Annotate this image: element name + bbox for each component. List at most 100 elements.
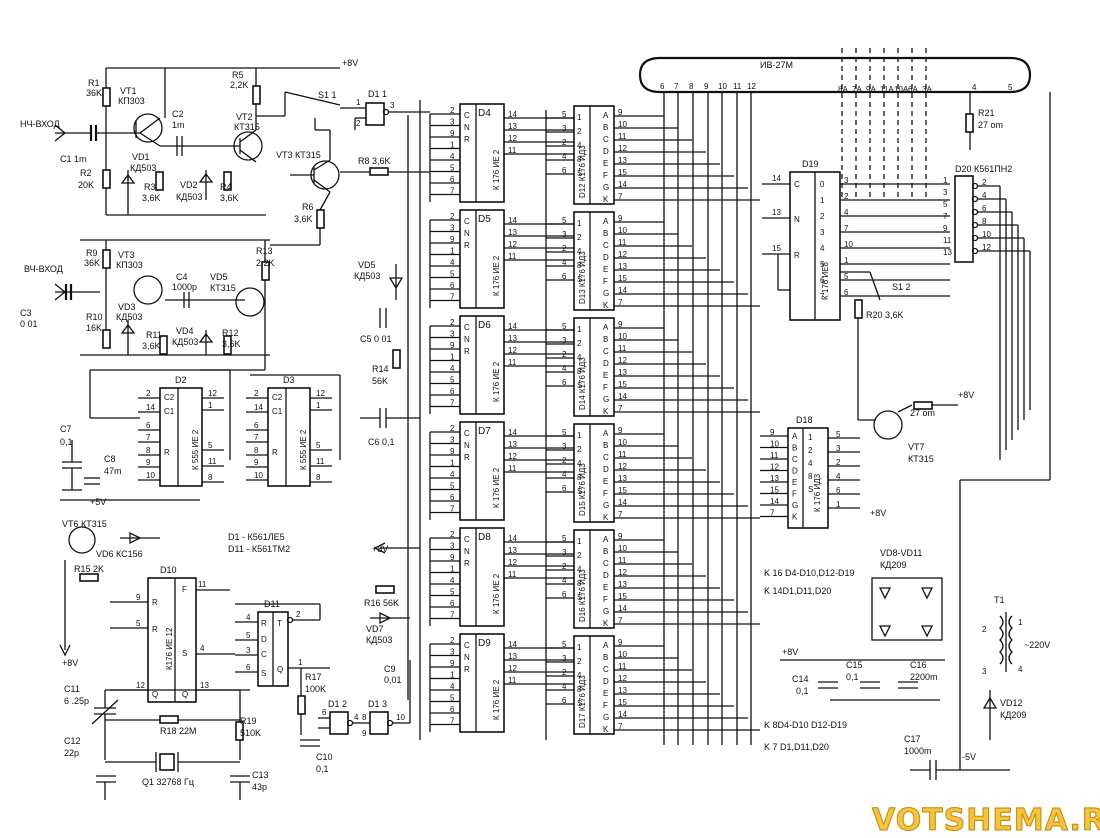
chip-pin-label: 5 bbox=[208, 441, 213, 450]
counter-pin-label: 1 bbox=[450, 141, 455, 150]
d19-out-name: 7 bbox=[820, 292, 825, 301]
chip-pin-label: 10 bbox=[254, 471, 263, 480]
d19-out-label: 4 bbox=[844, 208, 849, 217]
d18-out-name: G bbox=[792, 501, 798, 510]
r5-label: R5 bbox=[232, 70, 244, 80]
svg-text:S: S bbox=[182, 649, 187, 658]
d19-out-name: 2 bbox=[820, 212, 825, 221]
svg-text:10: 10 bbox=[396, 713, 405, 722]
counter-pin-label: 2 bbox=[450, 424, 455, 433]
decoder-out-label: 15 bbox=[618, 486, 627, 495]
decoder-in-name: 2 bbox=[577, 233, 582, 242]
decoder-out-name: D bbox=[603, 571, 609, 580]
vt6-stabilizer: VT6 КТ315 VD6 КС156 R15 2K +8V bbox=[59, 519, 160, 668]
d20-out-label: 8 bbox=[982, 217, 987, 226]
chip-pin-label: 5 bbox=[316, 441, 321, 450]
svg-text:14: 14 bbox=[772, 174, 781, 183]
d19-label: D19 bbox=[802, 159, 819, 169]
decoder-in-label: 6 bbox=[562, 166, 567, 175]
decoder-in-name: 2 bbox=[577, 551, 582, 560]
pin-note-16: K 16 D4-D10,D12-D19 bbox=[764, 568, 855, 578]
decoder-out-label: 12 bbox=[618, 144, 627, 153]
d10-type: К176 ИЕ 12 bbox=[165, 627, 174, 670]
decoder-out-label: 9 bbox=[618, 426, 623, 435]
r18-label: R18 22M bbox=[160, 726, 197, 736]
grid-label: 6A bbox=[908, 85, 918, 94]
decoder-in-label: 4 bbox=[562, 364, 567, 373]
decoder-out-name: B bbox=[603, 123, 608, 132]
d18-out-label: 11 bbox=[770, 451, 779, 460]
d20-in-label: 9 bbox=[943, 224, 948, 233]
d18-in-label: 6 bbox=[836, 486, 841, 495]
counter-pin-label: 6 bbox=[450, 175, 455, 184]
counter-pin-name: R bbox=[464, 453, 470, 462]
r21-label: R21 bbox=[978, 108, 995, 118]
decoder-out-label: 9 bbox=[618, 638, 623, 647]
decoder-in-name: 4 bbox=[577, 459, 582, 468]
decoder-out-label: 7 bbox=[618, 192, 623, 201]
r9-label: R9 bbox=[86, 248, 98, 258]
svg-text:Q: Q bbox=[277, 665, 283, 674]
decoder-out-name: C bbox=[603, 559, 609, 568]
svg-text:12: 12 bbox=[136, 681, 145, 690]
rail-minus5v: -5V bbox=[962, 752, 976, 762]
chip-pin-name: R bbox=[164, 448, 170, 457]
decoder-out-name: A bbox=[603, 217, 609, 226]
chip-pin-label: 6 bbox=[254, 421, 259, 430]
decoder-out-name: E bbox=[603, 689, 608, 698]
decoder-out-name: F bbox=[603, 277, 608, 286]
decoder-out-label: 11 bbox=[618, 238, 627, 247]
counter-pin-label: 6 bbox=[450, 705, 455, 714]
chip-pin-name: R bbox=[272, 448, 278, 457]
chip-pin-label: 14 bbox=[254, 403, 263, 412]
counter-pin-label: 7 bbox=[450, 717, 455, 726]
decoder-out-name: B bbox=[603, 547, 608, 556]
quartz-oscillator: C11 6 .25p R18 22M R19 510K C12 22p Q1 3… bbox=[64, 684, 269, 800]
vd6-label: VD6 КС156 bbox=[96, 549, 143, 559]
vd3-label: VD3 bbox=[118, 302, 136, 312]
counter-out-label: 12 bbox=[508, 452, 517, 461]
d19-out-name: 0 bbox=[820, 180, 825, 189]
d18-out-name: F bbox=[792, 490, 797, 499]
decoder-out-label: 11 bbox=[618, 344, 627, 353]
counter-pin-label: 7 bbox=[450, 399, 455, 408]
s1-2-r20: S1 2 R20 3,6K bbox=[840, 271, 911, 420]
counter-pin-name: N bbox=[464, 123, 470, 132]
decoder-out-label: 14 bbox=[618, 392, 627, 401]
decoder-out-label: 10 bbox=[618, 544, 627, 553]
svg-text:13: 13 bbox=[772, 208, 781, 217]
decoder-out-label: 7 bbox=[618, 510, 623, 519]
decoder-in-name: 2 bbox=[577, 445, 582, 454]
d18-in-name: 4 bbox=[808, 459, 813, 468]
decoder-in-label: 3 bbox=[562, 548, 567, 557]
d18-out-label: 15 bbox=[770, 486, 779, 495]
r17-value: 100K bbox=[305, 684, 326, 694]
decoder-in-label: 6 bbox=[562, 590, 567, 599]
counter-pin-label: 5 bbox=[450, 376, 455, 385]
s1-1-label: S1 1 bbox=[318, 90, 337, 100]
counter-pin-label: 6 bbox=[450, 599, 455, 608]
decoder-out-label: 11 bbox=[618, 450, 627, 459]
decoder-out-label: 14 bbox=[618, 286, 627, 295]
vt7-stage: VT7 КТ315 27 om +8V bbox=[858, 390, 974, 464]
svg-text:4: 4 bbox=[354, 713, 359, 722]
svg-text:2: 2 bbox=[356, 119, 361, 128]
decoder-in-label: 2 bbox=[562, 138, 567, 147]
c15-value: 0,1 bbox=[846, 672, 859, 682]
decoder-name: D12 К176 ИД3 bbox=[578, 145, 587, 198]
grid-label: 7A bbox=[852, 85, 862, 94]
decoder-chip bbox=[573, 423, 615, 523]
d19-out-label: 7 bbox=[844, 224, 849, 233]
counter-pin-label: 5 bbox=[450, 270, 455, 279]
power-supply: K 16 D4-D10,D12-D19 K 14D1,D11,D20 VD8-V… bbox=[764, 548, 1050, 780]
d18-out-name: K bbox=[792, 513, 798, 522]
vd3-type: КД503 bbox=[116, 312, 142, 322]
vt3b-label: VT3 bbox=[118, 250, 135, 260]
d20-in-label: 1 bbox=[943, 176, 948, 185]
c4-label: C4 bbox=[176, 272, 188, 282]
d20-in-label: 3 bbox=[943, 188, 948, 197]
c10-label: C10 bbox=[316, 752, 333, 762]
d19-out-name: 4 bbox=[820, 244, 825, 253]
d18-in-name: S bbox=[808, 485, 813, 494]
